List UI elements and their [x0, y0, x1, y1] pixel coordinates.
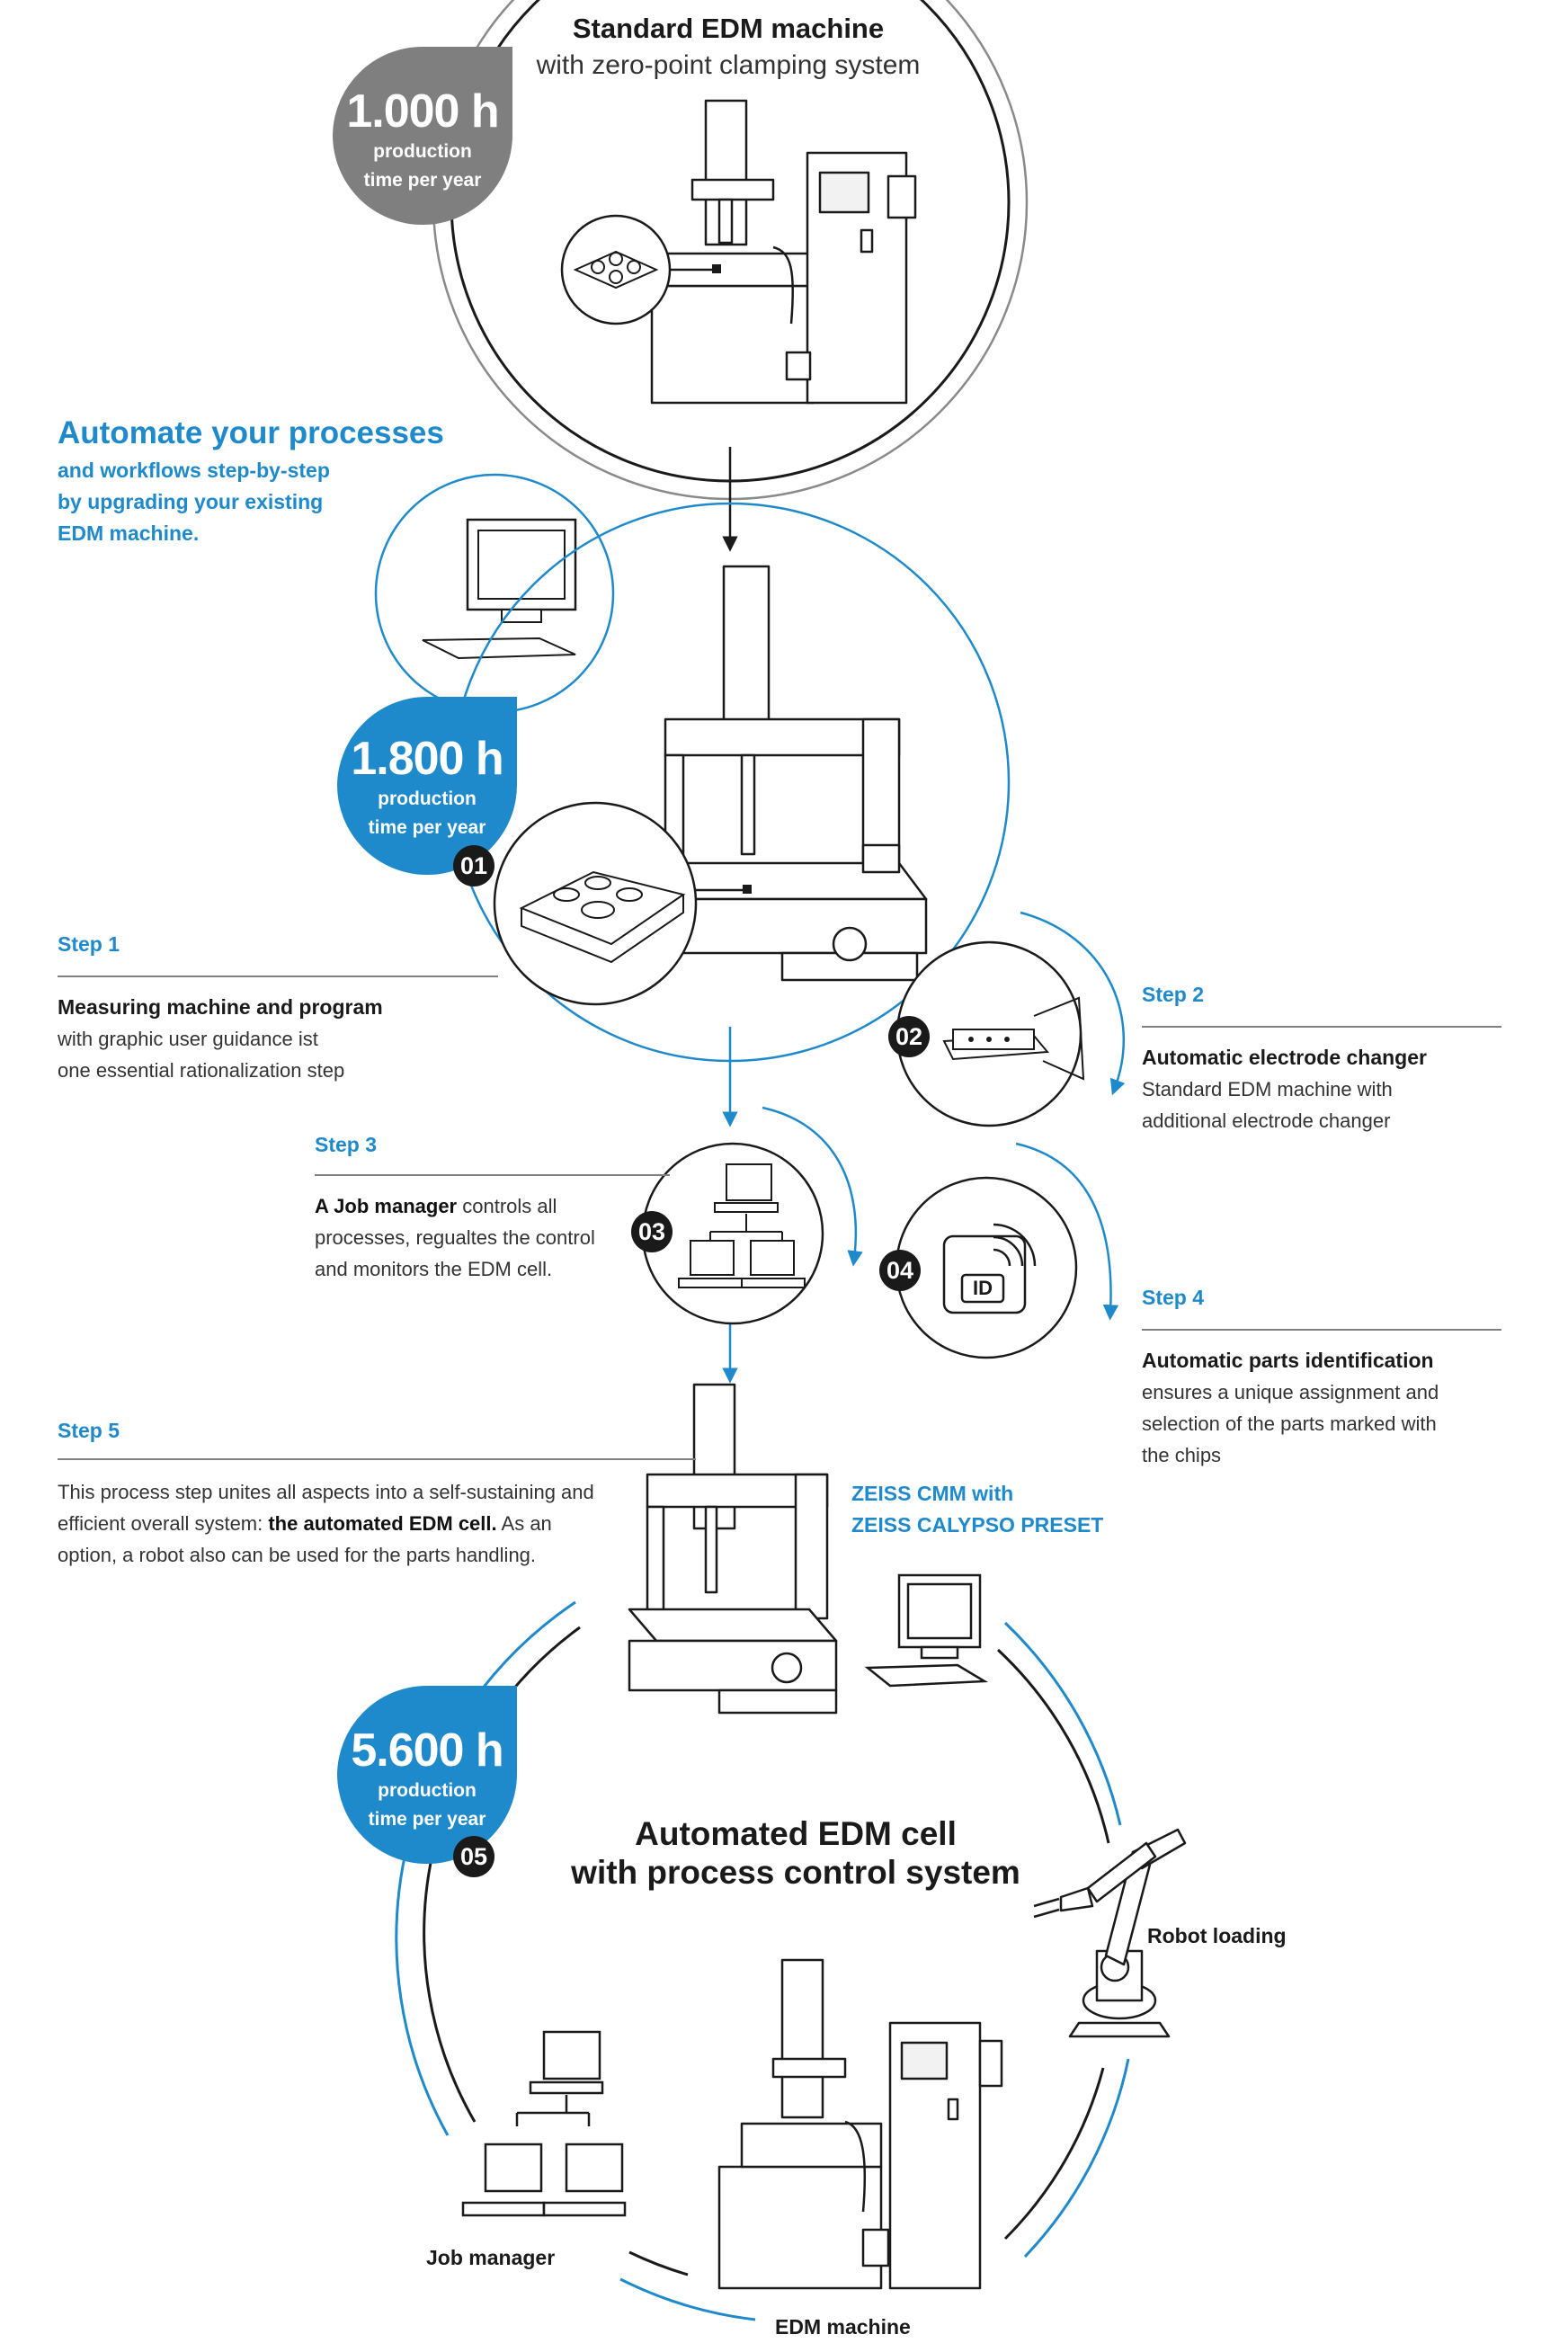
step5-body3: option, a robot also can be used for the… [58, 1544, 537, 1566]
step4-id-text: ID [973, 1277, 993, 1299]
step5-divider [58, 1458, 696, 1460]
step5-body2: efficient overall system: the automated … [58, 1508, 552, 1539]
step5-body2-c: As an [496, 1512, 552, 1535]
badge-bottom-value: 5.600 h [351, 1724, 503, 1777]
badge-bottom: 5.600 h production time per year [337, 1724, 517, 1834]
intro-line3: EDM machine. [58, 521, 200, 545]
step5-label: Step 5 [58, 1419, 120, 1442]
step4-body1: ensures a unique assignment and [1142, 1381, 1439, 1403]
step1-number: 01 [453, 845, 494, 886]
step3-label: Step 3 [315, 1133, 378, 1156]
badge-top-line1: production [373, 141, 472, 162]
top-subtitle: with zero-point clamping system [536, 50, 921, 80]
badge-mid-line2: time per year [368, 817, 486, 838]
cell-headline-line1: Automated EDM cell [635, 1815, 957, 1852]
clamping-detail-top [560, 214, 721, 325]
step2-body1: Standard EDM machine with [1142, 1078, 1393, 1100]
robot-arm [1033, 1828, 1187, 2038]
job-manager-label: Job manager [426, 2246, 556, 2269]
electrode-changer-circle [895, 940, 1085, 1127]
step3-number: 03 [631, 1211, 673, 1252]
step4-body2: selection of the parts marked with [1142, 1412, 1437, 1435]
zeiss-line2: ZEISS CALYPSO PRESET [851, 1513, 1104, 1537]
monitor-bottom [864, 1573, 989, 1688]
intro-line2: by upgrading your existing [58, 490, 324, 513]
clamping-detail-mid [493, 801, 752, 1006]
robot-loading-label: Robot loading [1147, 1924, 1287, 1947]
step5-body2-a: efficient overall system: [58, 1512, 269, 1535]
step4-title: Automatic parts identification [1142, 1349, 1434, 1372]
step2-number: 02 [888, 1016, 930, 1057]
cmm-machine-bottom [628, 1383, 838, 1715]
step1-title: Measuring machine and program [58, 995, 383, 1019]
badge-mid-shape [337, 697, 517, 875]
step3-body1: processes, regualtes the control [315, 1226, 595, 1249]
step1-divider [58, 976, 498, 977]
top-title: Standard EDM machine [572, 13, 885, 44]
step2-label: Step 2 [1142, 983, 1205, 1006]
intro-line1: and workflows step-by-step [58, 459, 330, 482]
zeiss-line1: ZEISS CMM with [851, 1482, 1014, 1505]
badge-mid-line1: production [378, 788, 477, 809]
badge-top: 1.000 h production time per year [333, 85, 512, 195]
step4-number: 04 [879, 1250, 921, 1291]
step3-divider [315, 1174, 670, 1176]
step3-title-rest: controls all [457, 1195, 557, 1217]
intro-title: Automate your processes [58, 415, 444, 450]
badge-bottom-shape [337, 1686, 517, 1864]
job-manager-circle [641, 1142, 824, 1325]
badge-top-value: 1.000 h [346, 85, 499, 138]
step3-title-bold: A Job manager [315, 1195, 458, 1217]
badge-mid: 1.800 h production time per year [337, 733, 517, 842]
badge-bottom-line2: time per year [368, 1809, 486, 1830]
badge-top-line2: time per year [363, 170, 482, 191]
step2-divider [1142, 1026, 1501, 1028]
step4-divider [1142, 1329, 1501, 1331]
badge-mid-value: 1.800 h [351, 733, 503, 785]
cell-headline-line2: with process control system [571, 1854, 1020, 1891]
step4-label: Step 4 [1142, 1286, 1205, 1309]
step1-body2: one essential rationalization step [58, 1059, 345, 1082]
step5-number: 05 [453, 1836, 494, 1877]
arrow-to-step4 [762, 1106, 863, 1267]
badge-bottom-line1: production [378, 1780, 477, 1801]
step3-body2: and monitors the EDM cell. [315, 1258, 553, 1280]
step2-body2: additional electrode changer [1142, 1109, 1391, 1132]
badge-top-shape [333, 46, 512, 225]
id-chip-circle [895, 1176, 1078, 1359]
edm-machine-label: EDM machine [775, 2315, 911, 2339]
arrow-step2-to-step4 [1015, 1142, 1119, 1321]
step3-title: A Job manager controls all [315, 1190, 557, 1222]
step5-body2-b: the automated EDM cell. [268, 1512, 497, 1535]
edm-machine-bottom [717, 1958, 1003, 2290]
step1-label: Step 1 [58, 932, 120, 956]
edm-machine-top [650, 99, 917, 405]
arrow-to-step2 [1020, 911, 1126, 1096]
step1-body1: with graphic user guidance ist [58, 1028, 318, 1050]
step5-body1: This process step unites all aspects int… [58, 1481, 594, 1503]
step4-body3: the chips [1142, 1444, 1222, 1466]
monitor-circle [374, 473, 615, 714]
step2-title: Automatic electrode changer [1142, 1046, 1427, 1069]
job-manager-bottom [461, 2030, 627, 2217]
